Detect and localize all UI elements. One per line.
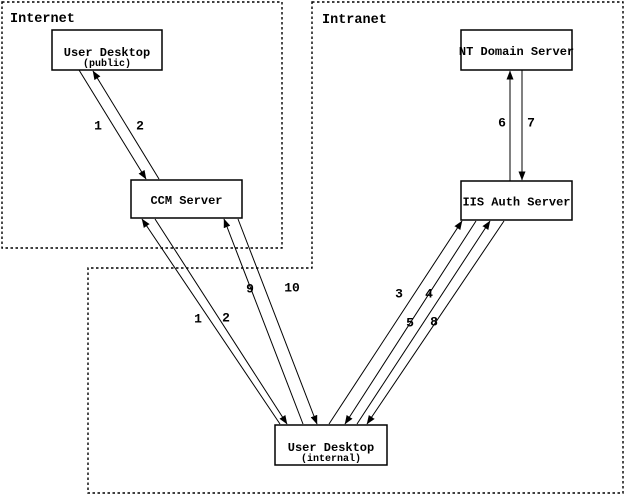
node-user-desktop-internal-title: User Desktop bbox=[288, 441, 374, 455]
arrow-line-icon bbox=[141, 218, 281, 425]
arrow-user-desktop-internal-to-iis-auth-server-step-3: 3 bbox=[328, 220, 463, 425]
connections-layer: 1 2 1 2 9 10 3 45 8 6 7 bbox=[78, 69, 535, 425]
arrow-line-icon bbox=[328, 220, 463, 425]
step-number-label: 1 bbox=[194, 312, 202, 327]
node-ccm-server-box bbox=[130, 179, 243, 219]
node-user-desktop-public-title: User Desktop bbox=[64, 46, 150, 60]
node-ccm-server: CCM Server bbox=[130, 179, 243, 219]
arrow-user-desktop-internal-to-ccm-server-step-9: 9 bbox=[223, 218, 304, 425]
region-internet-label: Internet bbox=[10, 12, 75, 27]
arrow-ccm-server-to-user-desktop-internal-step-10: 10 bbox=[237, 218, 318, 425]
step-number-label: 9 bbox=[246, 282, 254, 297]
node-user-desktop-public-box bbox=[51, 29, 163, 71]
node-nt-domain-server: NT Domain Server bbox=[459, 29, 574, 71]
arrow-user-desktop-internal-to-iis-auth-server-step-5: 5 bbox=[356, 220, 491, 425]
node-user-desktop-internal: User Desktop(internal) bbox=[274, 424, 388, 466]
node-user-desktop-internal-subtitle: (internal) bbox=[301, 453, 361, 465]
step-number-label: 10 bbox=[284, 281, 300, 296]
step-number-label: 5 bbox=[406, 316, 414, 331]
arrow-line-icon bbox=[344, 220, 477, 425]
node-user-desktop-internal-box bbox=[274, 424, 388, 466]
node-user-desktop-public-subtitle: (public) bbox=[83, 58, 131, 70]
arrow-iis-auth-server-to-user-desktop-internal-step-8: 8 bbox=[366, 220, 505, 425]
step-number-label: 6 bbox=[498, 116, 506, 131]
arrow-nt-domain-server-to-iis-auth-server-step-7: 7 bbox=[518, 70, 535, 181]
step-number-label: 2 bbox=[136, 119, 144, 134]
step-number-label: 8 bbox=[430, 315, 438, 330]
node-iis-auth-server-title: IIS Auth Server bbox=[462, 196, 570, 210]
node-iis-auth-server-box bbox=[460, 180, 573, 221]
node-iis-auth-server: IIS Auth Server bbox=[460, 180, 573, 221]
arrow-user-desktop-public-to-ccm-server-step-1: 1 bbox=[78, 69, 147, 180]
region-intranet: Intranet bbox=[87, 1, 624, 494]
arrow-line-icon bbox=[356, 220, 491, 425]
step-number-label: 4 bbox=[425, 287, 433, 302]
node-ccm-server-title: CCM Server bbox=[150, 194, 222, 208]
node-nt-domain-server-title: NT Domain Server bbox=[459, 45, 574, 59]
region-intranet-label: Intranet bbox=[322, 13, 387, 28]
step-number-label: 1 bbox=[94, 119, 102, 134]
arrow-user-desktop-internal-to-ccm-server-step-1: 1 bbox=[141, 218, 281, 425]
arrow-iis-auth-server-to-user-desktop-internal-step-4: 4 bbox=[344, 220, 477, 425]
region-internet: Internet bbox=[1, 1, 283, 249]
step-number-label: 7 bbox=[527, 116, 535, 131]
arrow-line-icon bbox=[154, 218, 288, 425]
arrow-line-icon bbox=[223, 218, 304, 425]
arrow-line-icon bbox=[237, 218, 318, 425]
step-number-label: 2 bbox=[222, 311, 230, 326]
node-nt-domain-server-box bbox=[460, 29, 573, 71]
region-internet-border bbox=[1, 1, 283, 249]
arrow-line-icon bbox=[78, 69, 147, 180]
step-number-label: 3 bbox=[395, 287, 403, 302]
arrow-iis-auth-server-to-nt-domain-server-step-6: 6 bbox=[498, 70, 514, 181]
arrow-line-icon bbox=[366, 220, 505, 425]
node-user-desktop-public: User Desktop(public) bbox=[51, 29, 163, 71]
arrow-ccm-server-to-user-desktop-internal-step-2: 2 bbox=[154, 218, 288, 425]
arrow-ccm-server-to-user-desktop-public-step-2: 2 bbox=[92, 70, 160, 180]
region-intranet-border bbox=[87, 1, 624, 494]
arrow-line-icon bbox=[92, 70, 160, 180]
